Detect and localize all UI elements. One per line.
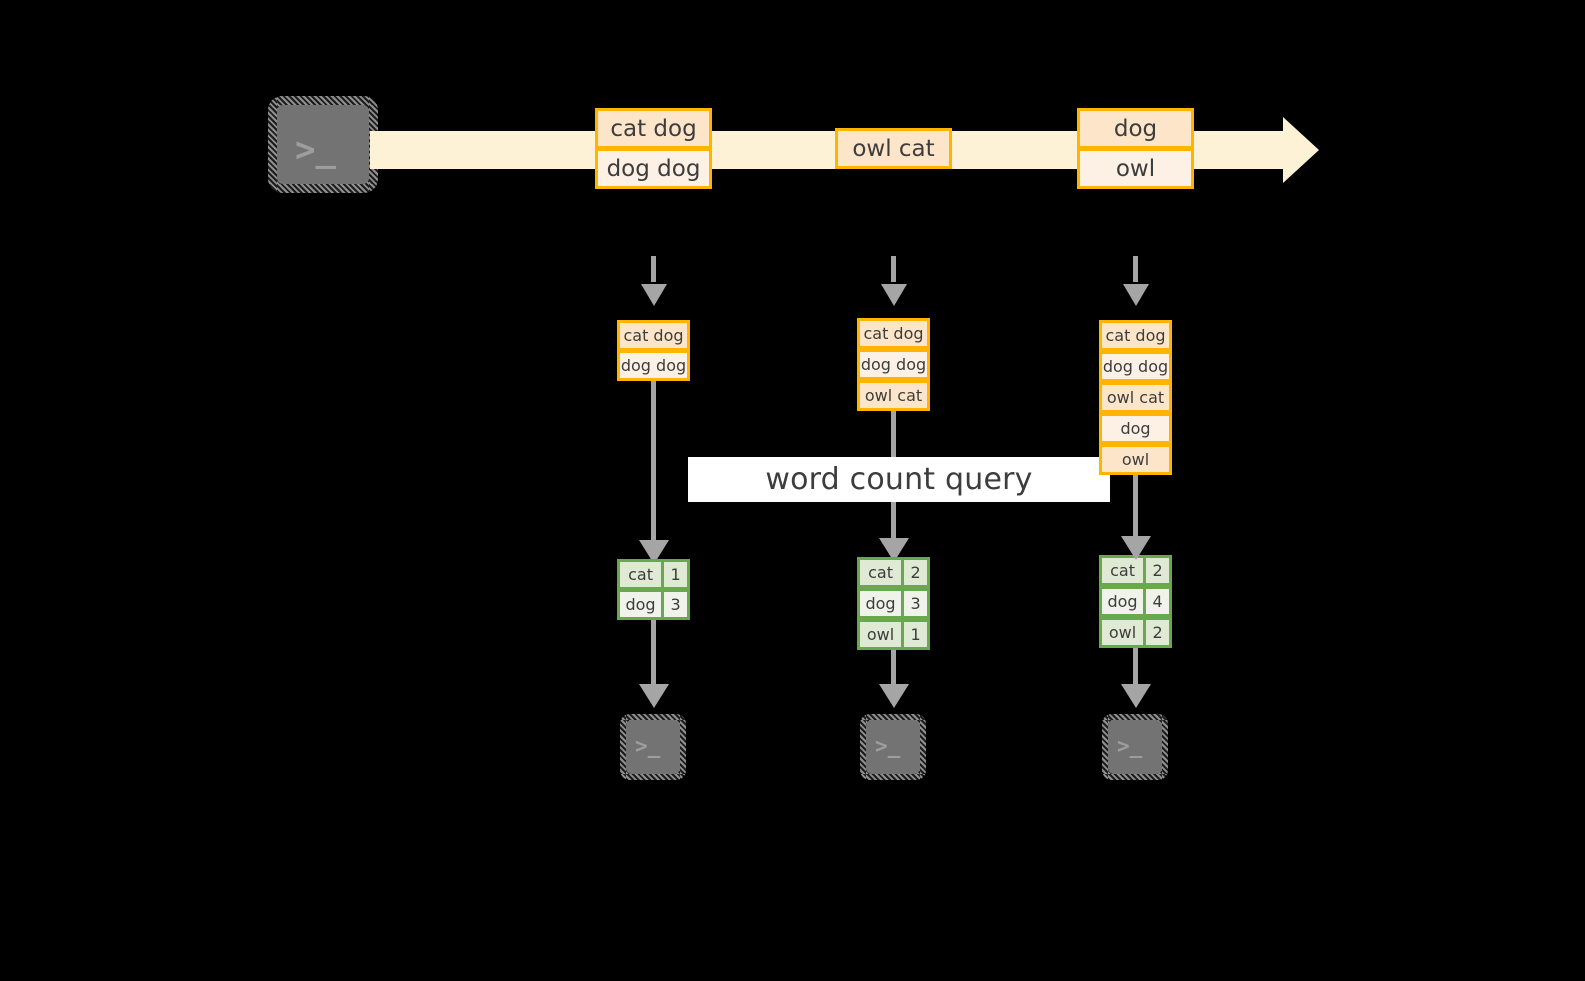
snapshot-feed-arrowhead-icon	[641, 284, 667, 306]
query-label-text: word count query	[765, 462, 1033, 497]
terminal-screen: >_	[626, 720, 680, 774]
result-count: 3	[904, 591, 927, 616]
stream-event-box: owl cat	[835, 128, 952, 169]
result-word: dog	[1102, 589, 1147, 614]
stream-event-box: dog dog	[595, 148, 712, 189]
result-count: 3	[664, 592, 687, 617]
sink-terminal-icon: >_	[1102, 714, 1168, 780]
sink-flow-arrowhead-icon	[639, 684, 669, 708]
snapshot-feed-arrowhead-icon	[1123, 284, 1149, 306]
terminal-prompt-label: >_	[635, 734, 661, 758]
snapshot-feed-arrowhead-icon	[881, 284, 907, 306]
result-count: 1	[904, 622, 927, 647]
result-word: owl	[860, 622, 905, 647]
terminal-screen: >_	[1108, 720, 1162, 774]
sink-flow-arrowhead-icon	[879, 684, 909, 708]
result-row: owl 2	[1099, 617, 1172, 648]
terminal-prompt-label: >_	[875, 734, 901, 758]
result-count: 2	[1146, 620, 1169, 645]
snapshot-event-cell: dog dog	[857, 349, 930, 380]
query-flow-line	[1133, 475, 1138, 543]
snapshot-event-cell: cat dog	[857, 318, 930, 349]
result-word: cat	[860, 560, 905, 585]
sink-flow-line	[1133, 648, 1138, 690]
terminal-prompt-label: >_	[1117, 734, 1143, 758]
snapshot-event-cell: dog dog	[1099, 351, 1172, 382]
snapshot-event-cell: owl	[1099, 444, 1172, 475]
source-terminal-icon: >_	[268, 96, 378, 193]
terminal-prompt-label: >_	[295, 130, 336, 170]
result-row: dog 3	[857, 588, 930, 619]
stream-arrowhead-icon	[1283, 117, 1319, 183]
result-row: cat 1	[617, 559, 690, 590]
terminal-screen: >_	[866, 720, 920, 774]
result-word: owl	[1102, 620, 1147, 645]
stream-event-box: owl	[1077, 148, 1194, 189]
result-count: 1	[664, 562, 687, 587]
snapshot-feed-line	[1133, 256, 1138, 282]
snapshot-event-cell: dog dog	[617, 350, 690, 381]
query-label-banner: word count query	[688, 457, 1110, 502]
snapshot-event-cell: owl cat	[857, 380, 930, 411]
result-count: 2	[1146, 558, 1169, 583]
result-row: cat 2	[857, 557, 930, 588]
terminal-screen: >_	[277, 105, 369, 184]
result-word: dog	[620, 592, 665, 617]
result-word: cat	[620, 562, 665, 587]
sink-flow-line	[891, 650, 896, 690]
query-flow-arrowhead-icon	[1121, 536, 1151, 560]
result-count: 2	[904, 560, 927, 585]
sink-flow-line	[651, 620, 656, 690]
snapshot-event-cell: cat dog	[617, 320, 690, 351]
sink-terminal-icon: >_	[860, 714, 926, 780]
snapshot-event-cell: owl cat	[1099, 382, 1172, 413]
result-count: 4	[1146, 589, 1169, 614]
query-flow-line	[651, 381, 656, 546]
snapshot-event-cell: cat dog	[1099, 320, 1172, 351]
stream-event-box: dog	[1077, 108, 1194, 149]
sink-terminal-icon: >_	[620, 714, 686, 780]
snapshot-event-cell: dog	[1099, 413, 1172, 444]
result-row: dog 3	[617, 589, 690, 620]
snapshot-feed-line	[651, 256, 656, 282]
snapshot-feed-line	[891, 256, 896, 282]
result-row: owl 1	[857, 619, 930, 650]
result-word: dog	[860, 591, 905, 616]
result-word: cat	[1102, 558, 1147, 583]
sink-flow-arrowhead-icon	[1121, 684, 1151, 708]
result-row: dog 4	[1099, 586, 1172, 617]
stream-event-box: cat dog	[595, 108, 712, 149]
